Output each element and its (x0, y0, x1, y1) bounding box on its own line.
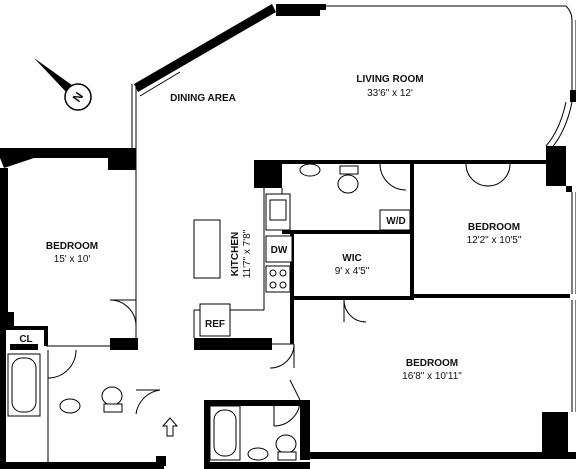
wic-size: 9' x 4'5" (335, 266, 370, 277)
living-room-name: LIVING ROOM (356, 74, 423, 85)
compass: N (34, 58, 92, 111)
north-arrow-icon (34, 58, 76, 94)
washer-dryer-box (379, 209, 411, 231)
wic-name: WIC (342, 253, 361, 264)
kitchen-name: KITCHEN (230, 232, 241, 276)
bedroom-left-size: 15' x 10' (54, 254, 91, 265)
refrigerator-box (199, 303, 231, 337)
dining-area-name: DINING AREA (170, 93, 236, 104)
bedroom-right-name: BEDROOM (468, 222, 520, 233)
toilet-icon (101, 386, 123, 413)
toilet-icon (275, 434, 297, 461)
toilet-icon (337, 165, 359, 194)
living-room-size: 33'6" x 12' (367, 88, 413, 99)
dishwasher-label: DW (271, 245, 288, 256)
door-swings (47, 163, 511, 427)
sink-icon (247, 447, 269, 461)
walls (0, 4, 576, 469)
bathtub-icon (209, 405, 241, 461)
bathtub-icon (7, 353, 41, 417)
dishwasher-box (265, 235, 293, 263)
entry-arrow-icon (161, 417, 179, 437)
bedroom-right-size: 12'2" x 10'5" (467, 235, 522, 246)
bedroom-bottom-size: 16'8" x 10'11" (402, 371, 462, 382)
sink-icon (299, 163, 321, 177)
sink-icon (59, 398, 81, 414)
sink-icon (269, 199, 287, 221)
bedroom-bottom-name: BEDROOM (406, 358, 458, 369)
bedroom-left-name: BEDROOM (46, 241, 98, 252)
kitchen-island (193, 219, 221, 279)
room-labels: LIVING ROOM 33'6" x 12' DINING AREA BEDR… (19, 74, 522, 382)
fixtures (7, 163, 411, 461)
kitchen-size: 11'7" x 7'8" (242, 229, 253, 278)
refrigerator-label: REF (205, 319, 225, 330)
stove-icon (265, 265, 291, 293)
closet-label: CL (19, 334, 32, 345)
washer-dryer-label: W/D (386, 216, 405, 227)
